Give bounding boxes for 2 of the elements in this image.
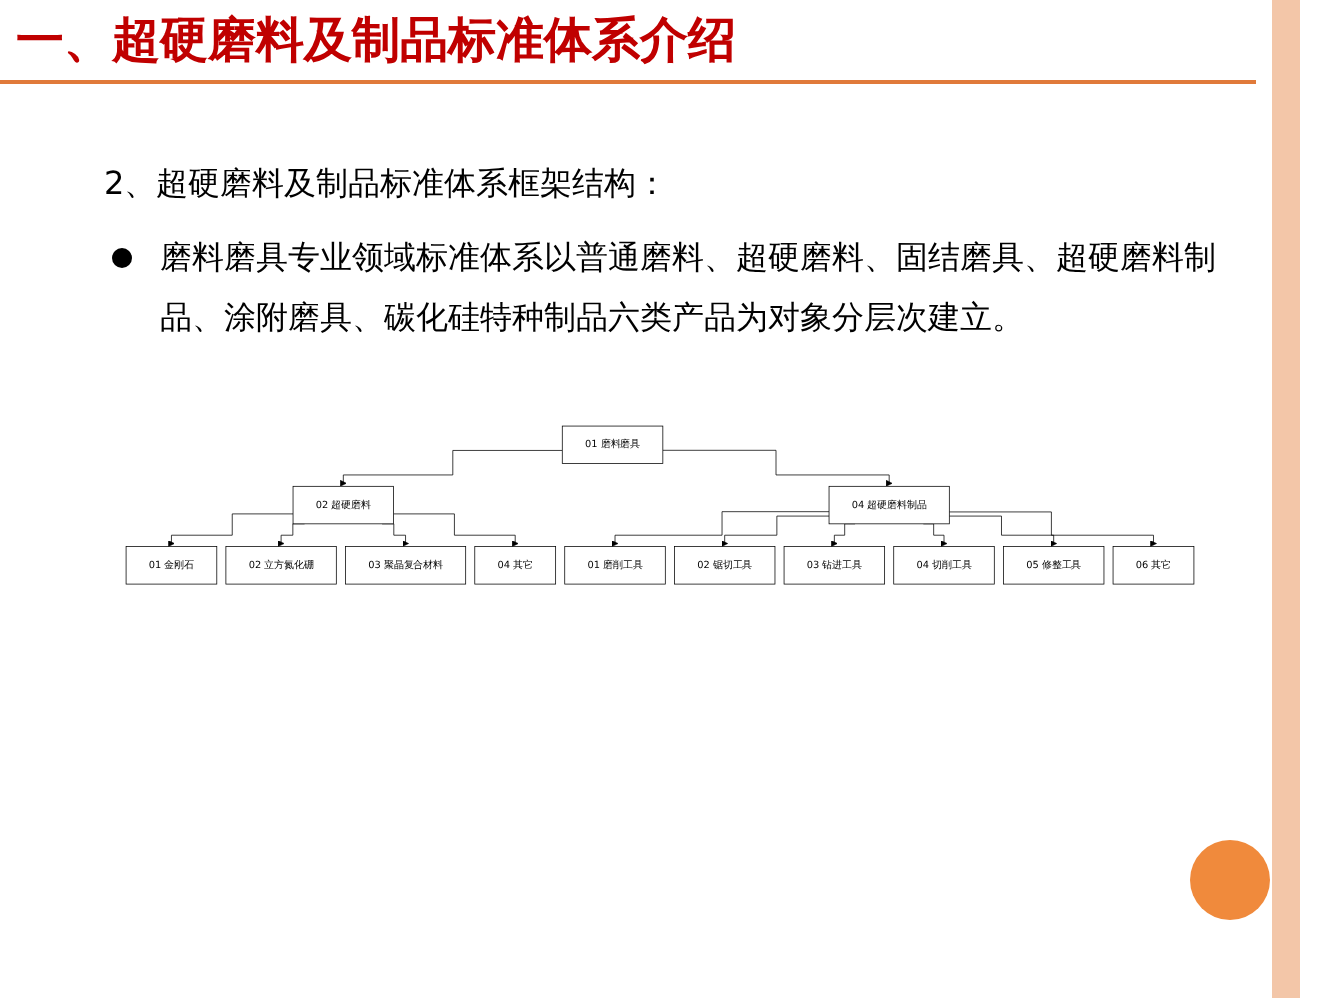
section-heading: 2、超硬磨料及制品标准体系框架结构： [104,164,669,206]
bullet-text: 磨料磨具专业领域标准体系以普通磨料、超硬磨料、固结磨具、超硬磨料制品、涂附磨具、碳化硅特种制品六类产品为对象分层次建立。 [160,236,1218,340]
